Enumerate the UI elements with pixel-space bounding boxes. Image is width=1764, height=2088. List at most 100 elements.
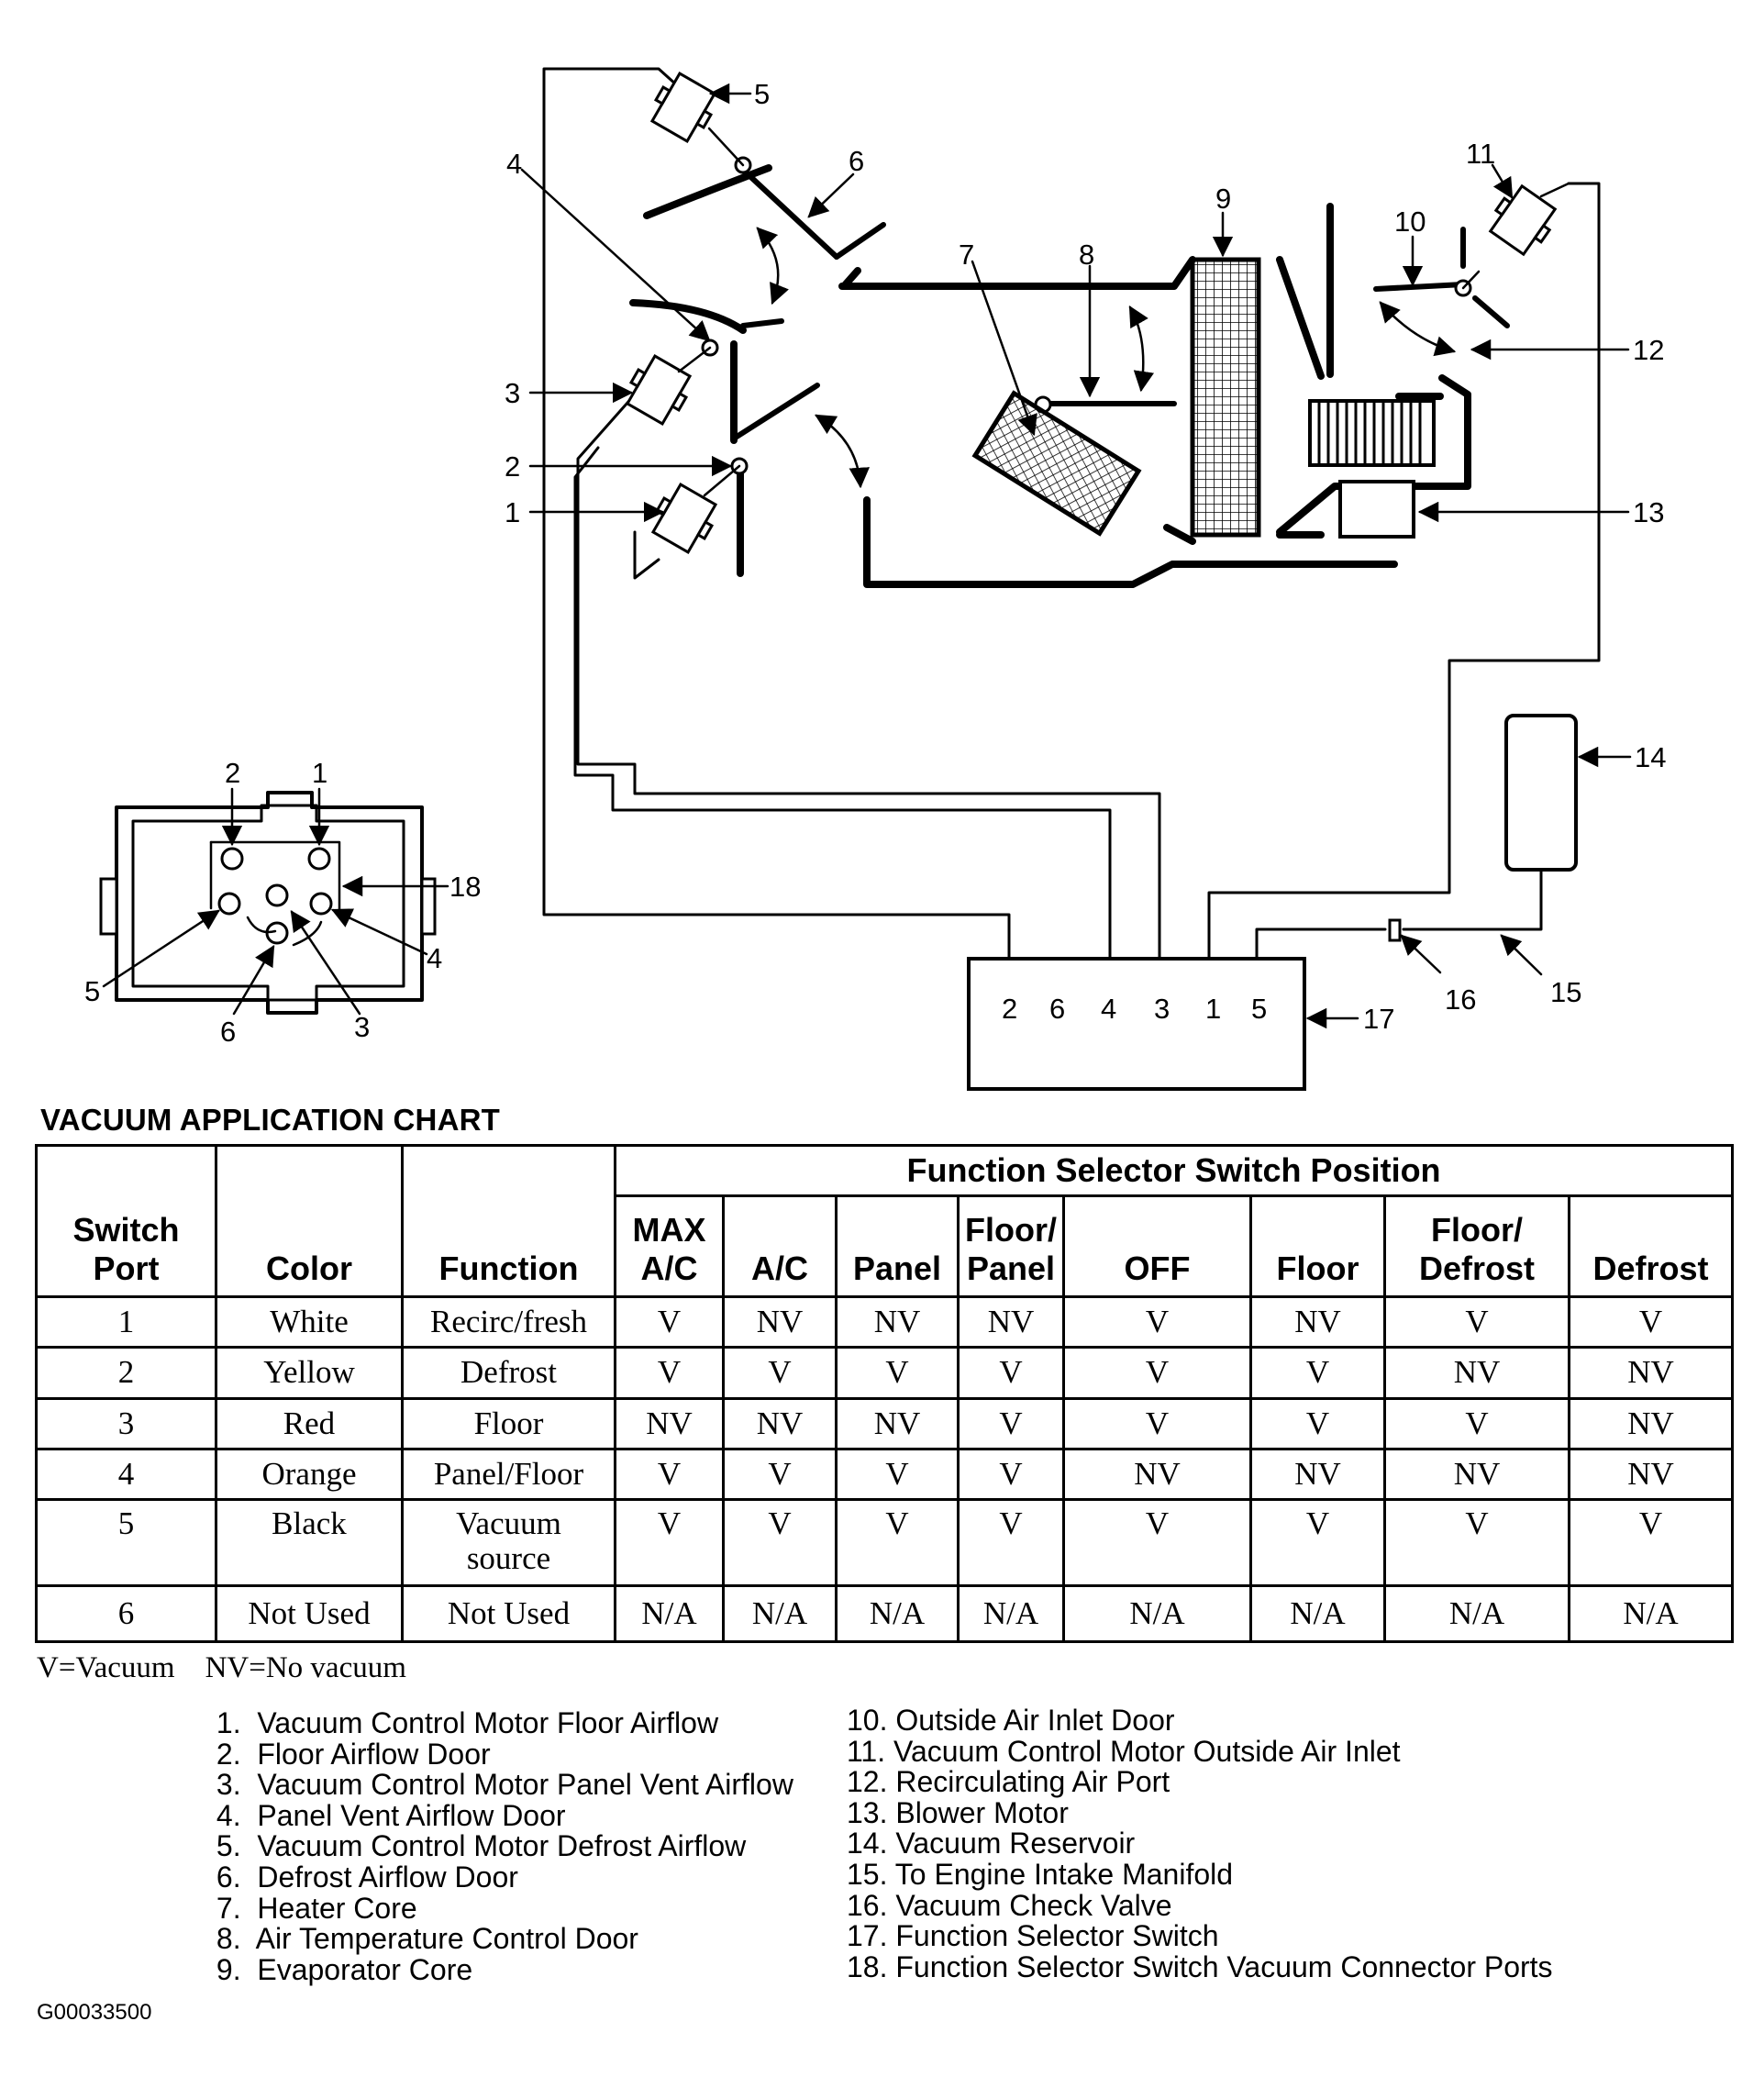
callout-17: 17	[1363, 1003, 1394, 1035]
cell-color: Black	[215, 1498, 404, 1588]
callout-10: 10	[1394, 205, 1426, 238]
vacuum-hoses	[542, 67, 1601, 961]
connector-ports-inset	[99, 787, 449, 1016]
cell-value: NV	[1249, 1294, 1386, 1349]
inset-port-4: 4	[427, 942, 442, 974]
col-position: A/C	[722, 1194, 838, 1298]
col-position: OFF	[1062, 1194, 1252, 1298]
outside-air-motor	[1488, 183, 1558, 257]
cell-value: N/A	[1249, 1584, 1386, 1643]
callout-1: 1	[505, 496, 520, 528]
key-list-left: 1. Vacuum Control Motor Floor Airflow 2.…	[208, 1706, 793, 1985]
inset-port-2: 2	[225, 757, 240, 789]
floor-door	[731, 383, 820, 441]
key-item: 3. Vacuum Control Motor Panel Vent Airfl…	[208, 1768, 793, 1802]
key-item: 14. Vacuum Reservoir	[847, 1827, 1136, 1860]
cell-color: White	[215, 1294, 404, 1349]
callout-2: 2	[505, 450, 520, 483]
cell-color: Red	[215, 1396, 404, 1450]
callout-6: 6	[849, 145, 864, 177]
key-item: 5. Vacuum Control Motor Defrost Airflow	[208, 1829, 747, 1863]
blower-wheel	[1308, 399, 1436, 467]
cell-value: V	[957, 1396, 1065, 1450]
legend-note: V=Vacuum NV=No vacuum	[37, 1651, 406, 1684]
switch-port: 2	[1002, 993, 1017, 1025]
key-item: 13. Blower Motor	[847, 1795, 1069, 1829]
hvac-vacuum-diagram: 1 2 3 4 5 6 7 8 9 10 11 12 13 14 15 16 1…	[84, 67, 1666, 1091]
defrost-door	[740, 167, 839, 260]
cell-value: V	[1062, 1396, 1252, 1450]
cell-value: V	[1249, 1498, 1386, 1588]
cell-function: Floor	[401, 1396, 616, 1450]
cell-value: V	[722, 1498, 838, 1588]
key-item: 10. Outside Air Inlet Door	[847, 1704, 1175, 1737]
cell-color: Not Used	[215, 1584, 404, 1643]
key-item: 12. Recirculating Air Port	[847, 1765, 1170, 1799]
key-item: 17. Function Selector Switch	[847, 1919, 1219, 1953]
cell-value: NV	[614, 1396, 725, 1450]
callout-16: 16	[1445, 983, 1476, 1016]
function-selector-switch	[967, 957, 1306, 1091]
vacuum-motors	[625, 71, 1558, 555]
callout-12: 12	[1633, 334, 1664, 366]
cell-value: V	[957, 1346, 1065, 1400]
cell-value: N/A	[835, 1584, 960, 1643]
doors	[731, 167, 1510, 441]
cell-color: Orange	[215, 1447, 404, 1502]
chart-title: VACUUM APPLICATION CHART	[40, 1103, 500, 1137]
cell-value: N/A	[1383, 1584, 1570, 1643]
vacuum-reservoir	[1504, 714, 1578, 872]
cell-value: V	[614, 1346, 725, 1400]
cell-value: NV	[722, 1396, 838, 1450]
key-item: 2. Floor Airflow Door	[208, 1737, 491, 1771]
cell-value: V	[1383, 1396, 1570, 1450]
floor-motor	[650, 482, 718, 555]
callout-3: 3	[505, 377, 520, 409]
cell-value: V	[1567, 1498, 1735, 1588]
defrost-motor	[649, 71, 717, 144]
cell-value: V	[1567, 1294, 1735, 1349]
cell-value: NV	[1062, 1447, 1252, 1502]
cell-value: N/A	[1567, 1584, 1735, 1643]
heater-core	[971, 390, 1142, 537]
col-position: Floor/Panel	[957, 1194, 1065, 1298]
cell-value: V	[1249, 1396, 1386, 1450]
inset-port-5: 5	[84, 975, 100, 1007]
inset-port-6: 6	[220, 1016, 236, 1048]
cell-port: 5	[35, 1498, 217, 1588]
callout-15: 15	[1550, 976, 1581, 1008]
cell-value: N/A	[957, 1584, 1065, 1643]
callout-18: 18	[449, 871, 481, 903]
cell-value: N/A	[1062, 1584, 1252, 1643]
col-position: Floor	[1249, 1194, 1386, 1298]
cell-value: V	[722, 1447, 838, 1502]
cell-value: NV	[1567, 1346, 1735, 1400]
cell-value: V	[957, 1447, 1065, 1502]
cell-value: NV	[835, 1396, 960, 1450]
cell-function: Not Used	[401, 1584, 616, 1643]
cell-value: V	[614, 1447, 725, 1502]
col-position: Defrost	[1567, 1194, 1735, 1298]
key-item: 1. Vacuum Control Motor Floor Airflow	[208, 1706, 719, 1739]
switch-port: 6	[1049, 993, 1065, 1025]
switch-port: 3	[1154, 993, 1170, 1025]
airflow-ducts	[629, 164, 1471, 588]
cell-value: V	[614, 1294, 725, 1349]
check-valve	[1388, 918, 1402, 942]
key-item: 11. Vacuum Control Motor Outside Air Inl…	[847, 1734, 1401, 1768]
callout-14: 14	[1635, 741, 1666, 773]
panel-motor	[625, 353, 693, 427]
col-function: Function	[401, 1144, 616, 1298]
cell-value: V	[1383, 1294, 1570, 1349]
cell-value: NV	[957, 1294, 1065, 1349]
cell-value: V	[614, 1498, 725, 1588]
key-item: 8. Air Temperature Control Door	[208, 1922, 638, 1956]
callout-13: 13	[1633, 496, 1664, 528]
callout-11: 11	[1466, 138, 1495, 170]
cell-value: V	[1062, 1498, 1252, 1588]
